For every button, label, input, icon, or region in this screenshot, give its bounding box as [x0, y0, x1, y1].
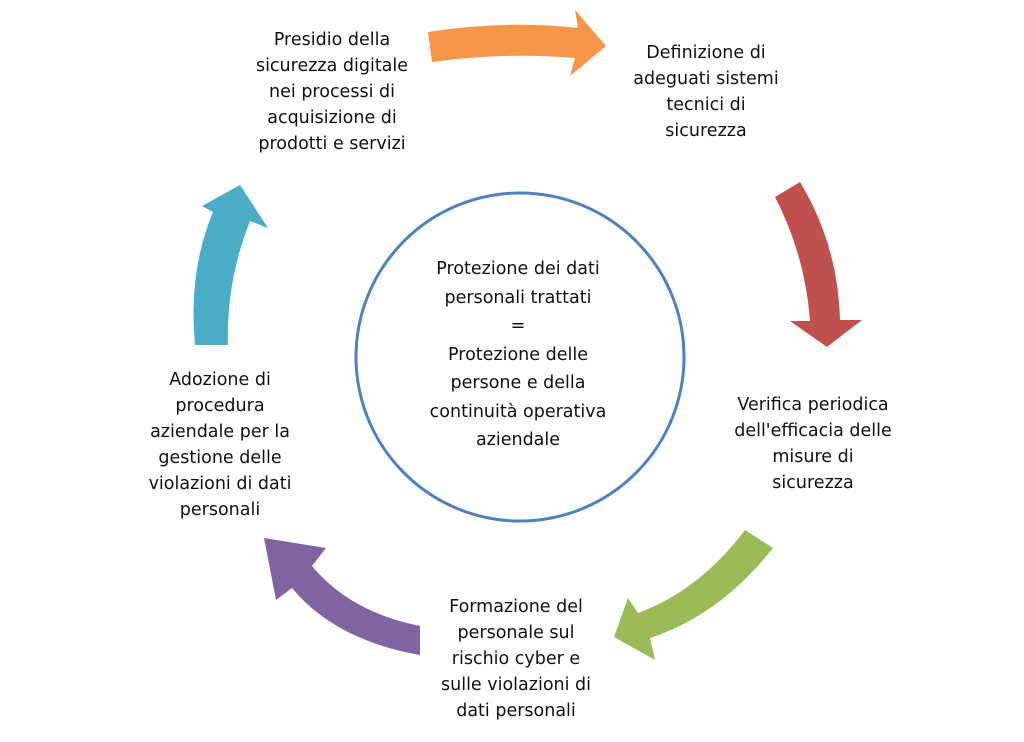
- step-line: dell'efficacia delle: [734, 421, 892, 441]
- center-line: Protezione dei dati: [436, 259, 600, 279]
- arrow-orange: [428, 10, 606, 76]
- arrow-green: [614, 530, 773, 660]
- step-line: Adozione di: [169, 370, 271, 390]
- center-circle: [354, 191, 686, 523]
- arrow-blue: [193, 185, 268, 345]
- step-line: sicurezza: [772, 473, 854, 493]
- step-line: violazioni di dati: [148, 474, 292, 494]
- step-line: sulle violazioni di: [440, 675, 592, 695]
- step-procurement-security: Presidio della sicurezza digitale nei pr…: [256, 27, 408, 157]
- step-line: nei processi di: [269, 82, 395, 102]
- step-periodic-verification: Verifica periodica dell'efficacia delle …: [734, 392, 892, 496]
- center-line: personali trattati: [444, 287, 592, 308]
- step-line: aziendale per la: [150, 422, 290, 442]
- step-line: gestione delle: [158, 448, 282, 468]
- step-line: adeguati sistemi: [633, 69, 779, 89]
- arrow-purple: [264, 538, 420, 655]
- arrow-red: [775, 182, 862, 347]
- step-line: acquisizione di: [267, 108, 397, 128]
- step-line: Definizione di: [646, 43, 766, 63]
- center-line: continuità operativa: [429, 401, 607, 422]
- step-line: Presidio della: [273, 30, 391, 50]
- step-line: personale sul: [457, 623, 575, 643]
- center-line: Protezione delle: [448, 344, 588, 365]
- step-line: misure di: [772, 447, 854, 467]
- step-line: Verifica periodica: [737, 395, 889, 415]
- step-line: dati personali: [456, 701, 576, 721]
- step-technical-systems: Definizione di adeguati sistemi tecnici …: [633, 40, 778, 144]
- center-line: aziendale: [475, 430, 561, 450]
- step-breach-procedure: Adozione di procedura aziendale per la g…: [149, 367, 292, 523]
- step-line: prodotti e servizi: [258, 134, 406, 154]
- step-line: rischio cyber e: [451, 649, 581, 669]
- center-line: =: [510, 316, 526, 336]
- center-line: persone e della: [450, 373, 586, 393]
- center-text: Protezione dei dati personali trattati =…: [430, 255, 607, 455]
- step-line: tecnici di: [666, 95, 746, 115]
- step-line: sicurezza: [665, 121, 747, 141]
- step-line: Formazione del: [449, 597, 583, 617]
- step-line: procedura: [175, 396, 265, 416]
- step-staff-training: Formazione del personale sul rischio cyb…: [441, 594, 591, 724]
- step-line: personali: [179, 500, 261, 520]
- step-line: sicurezza digitale: [255, 56, 409, 76]
